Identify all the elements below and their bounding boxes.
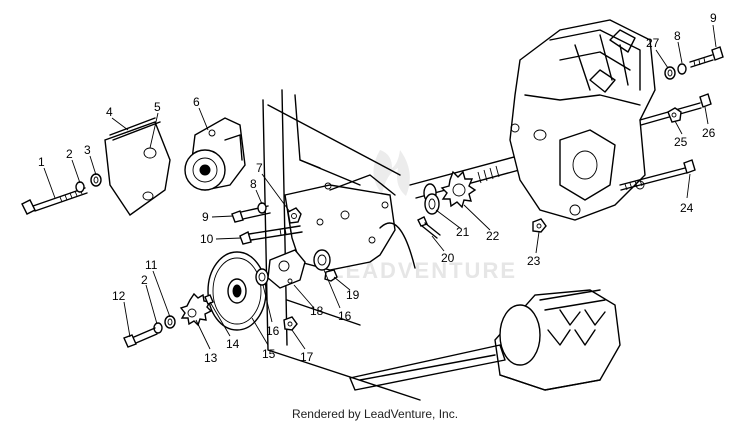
callout-25: 25 — [674, 135, 688, 149]
cover-plate — [104, 117, 171, 216]
washer-8-right — [677, 63, 687, 75]
callout-labels: 1 2 3 4 5 6 7 8 9 10 2 11 12 13 14 15 16… — [38, 11, 717, 365]
key-14 — [204, 294, 214, 305]
callout-11: 11 — [145, 258, 158, 272]
nut-17 — [283, 316, 298, 331]
nut-25 — [667, 107, 682, 123]
bushing-16-right — [313, 249, 331, 271]
nut-7 — [287, 207, 302, 224]
pulley-15 — [207, 251, 267, 331]
nut-19 — [324, 269, 338, 282]
callout-24: 24 — [680, 201, 694, 215]
callout-7: 7 — [256, 161, 263, 175]
callout-2: 2 — [66, 147, 73, 161]
callout-19: 19 — [346, 288, 360, 302]
callout-13: 13 — [204, 351, 218, 365]
callout-9: 9 — [202, 210, 209, 224]
callout-1: 1 — [38, 155, 45, 169]
screw-20 — [417, 216, 441, 239]
washer-27 — [664, 66, 676, 80]
callout-15: 15 — [262, 347, 276, 361]
sprocket-22 — [440, 170, 477, 209]
callout-3: 3 — [84, 143, 91, 157]
callout-8: 8 — [250, 177, 257, 191]
washer-2 — [75, 181, 85, 193]
callout-18: 18 — [310, 304, 324, 318]
washer-11 — [164, 315, 176, 329]
callout-27: 27 — [646, 36, 660, 50]
callout-16-right: 16 — [338, 309, 352, 323]
lower-shroud — [349, 289, 621, 391]
callout-16-left: 16 — [266, 324, 280, 338]
nut-23 — [532, 218, 547, 233]
callout-6: 6 — [193, 95, 200, 109]
credit-footer: Rendered by LeadVenture, Inc. — [291, 407, 459, 421]
belt — [379, 222, 416, 269]
transmission-housing — [509, 19, 656, 221]
callout-4: 4 — [106, 105, 113, 119]
callout-26: 26 — [702, 126, 716, 140]
frame-rails — [262, 89, 421, 401]
callout-8-right: 8 — [674, 29, 681, 43]
callout-22: 22 — [486, 229, 500, 243]
nut-3 — [90, 173, 102, 187]
washer-8-left — [257, 202, 267, 214]
bolt-10 — [239, 225, 303, 245]
callout-17: 17 — [300, 350, 314, 364]
mounting-bracket — [284, 174, 396, 271]
callout-5: 5 — [154, 100, 161, 114]
bearing-housing-6 — [184, 117, 246, 191]
callout-20: 20 — [441, 251, 455, 265]
bolt-12 — [123, 327, 158, 348]
callout-12: 12 — [112, 289, 126, 303]
callout-21: 21 — [456, 225, 470, 239]
callout-10: 10 — [200, 232, 214, 246]
leader-lines — [43, 24, 717, 350]
spacer-16-left — [255, 268, 269, 286]
callout-14: 14 — [226, 337, 240, 351]
sprocket-13 — [179, 292, 213, 327]
callout-2-lower: 2 — [141, 273, 148, 287]
callout-23: 23 — [527, 254, 541, 268]
bolt-24 — [619, 159, 696, 191]
hub-18 — [267, 249, 306, 289]
callout-9-right: 9 — [710, 11, 717, 25]
collar-21 — [424, 193, 440, 215]
bolt-9-right — [689, 46, 724, 68]
bolt-1 — [21, 187, 88, 215]
